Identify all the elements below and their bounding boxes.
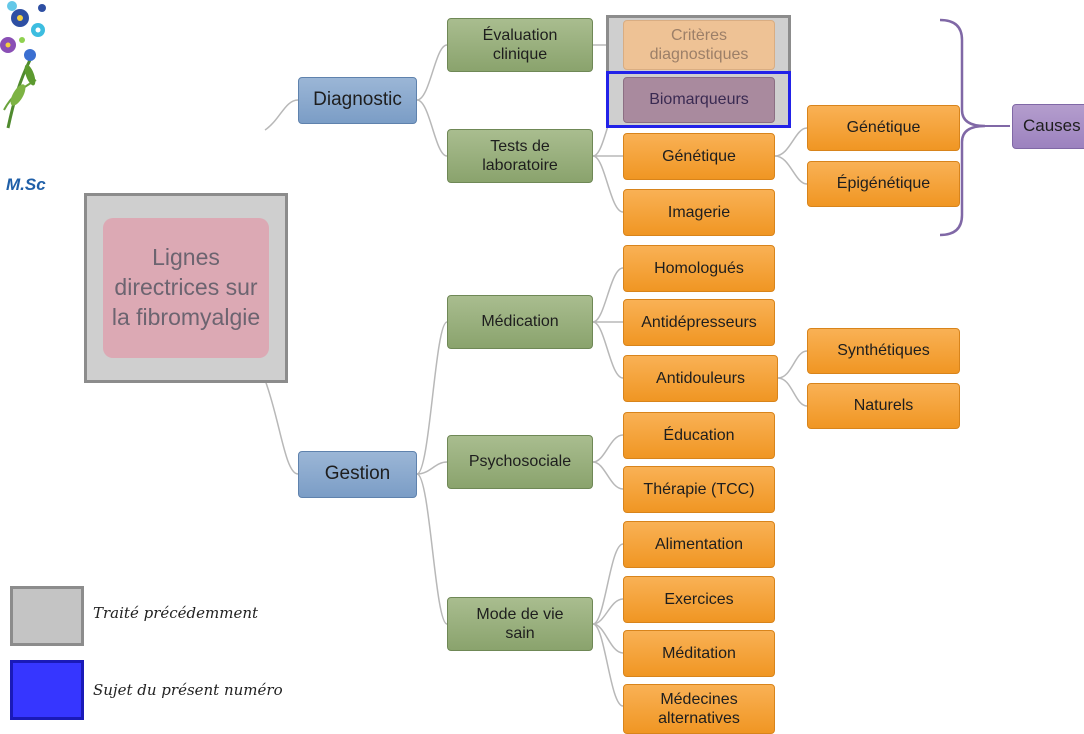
legend-current-swatch — [10, 660, 84, 720]
center-topic-frame: Lignes directrices sur la fibromyalgie — [84, 193, 288, 383]
node-tests-laboratoire[interactable]: Tests de laboratoire — [447, 129, 593, 183]
center-topic: Lignes directrices sur la fibromyalgie — [103, 218, 269, 358]
node-education[interactable]: Éducation — [623, 412, 775, 459]
node-diagnostic[interactable]: Diagnostic — [298, 77, 417, 124]
node-imagerie[interactable]: Imagerie — [623, 189, 775, 236]
node-genetique-test[interactable]: Génétique — [623, 133, 775, 180]
node-epigenetique[interactable]: Épigénétique — [807, 161, 960, 207]
node-antidouleurs[interactable]: Antidouleurs — [623, 355, 778, 402]
node-biomarqueurs[interactable]: Biomarqueurs — [623, 77, 775, 123]
legend-current-label: Sujet du présent numéro — [93, 681, 283, 699]
author-label: M.Sc — [6, 175, 46, 194]
node-criteres-diagnostiques[interactable]: Critères diagnostiques — [623, 20, 775, 70]
legend-previous-swatch — [10, 586, 84, 646]
node-psychosociale[interactable]: Psychosociale — [447, 435, 593, 489]
node-exercices[interactable]: Exercices — [623, 576, 775, 623]
node-evaluation-clinique[interactable]: Évaluation clinique — [447, 18, 593, 72]
node-causes[interactable]: Causes — [1012, 104, 1084, 149]
node-medication[interactable]: Médication — [447, 295, 593, 349]
node-gestion[interactable]: Gestion — [298, 451, 417, 498]
floral-decoration — [0, 1, 46, 129]
node-antidepresseurs[interactable]: Antidépresseurs — [623, 299, 775, 346]
legend-previous-label: Traité précédemment — [93, 604, 259, 622]
node-genetique-cause[interactable]: Génétique — [807, 105, 960, 151]
node-medecines-alternatives[interactable]: Médecines alternatives — [623, 684, 775, 734]
node-naturels[interactable]: Naturels — [807, 383, 960, 429]
node-alimentation[interactable]: Alimentation — [623, 521, 775, 568]
node-meditation[interactable]: Méditation — [623, 630, 775, 677]
node-mode-de-vie-sain[interactable]: Mode de vie sain — [447, 597, 593, 651]
node-synthetiques[interactable]: Synthétiques — [807, 328, 960, 374]
node-homologues[interactable]: Homologués — [623, 245, 775, 292]
node-therapie-tcc[interactable]: Thérapie (TCC) — [623, 466, 775, 513]
